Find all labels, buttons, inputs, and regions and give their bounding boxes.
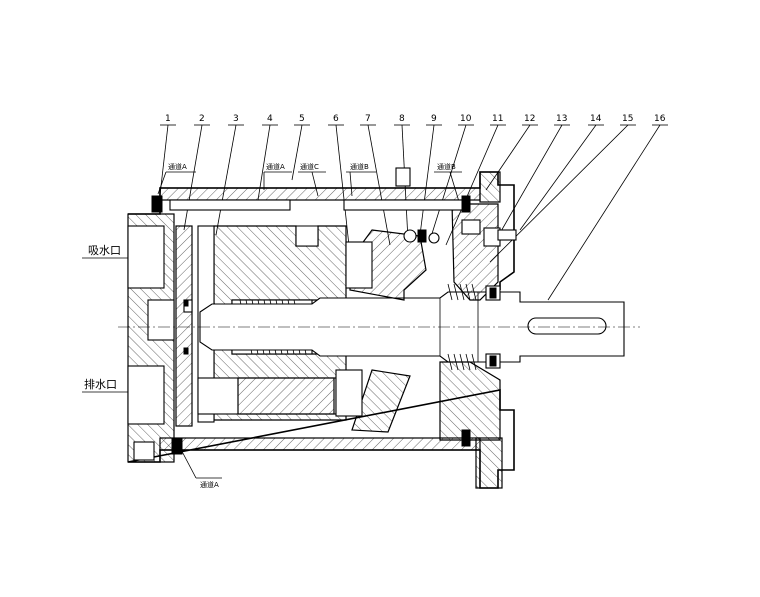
discharge-port-label: 排水口 bbox=[84, 377, 117, 391]
callout-labels: 吸水口 排水口 通道A 通道A 通道C 通道B 通道B 通道A bbox=[84, 162, 456, 489]
part-number-labels: 1 2 3 4 5 6 7 8 9 10 11 12 13 14 15 16 bbox=[165, 114, 666, 124]
part-number-10: 10 bbox=[460, 114, 472, 124]
part-number-3: 3 bbox=[233, 114, 239, 124]
part-number-6: 6 bbox=[333, 114, 339, 124]
vent-a-bottom-label: 通道A bbox=[200, 480, 219, 489]
vent-b2-label: 通道B bbox=[437, 162, 456, 171]
vent-a2-label: 通道A bbox=[266, 162, 285, 171]
part-number-14: 14 bbox=[590, 114, 602, 124]
cylinder-block bbox=[197, 225, 347, 423]
part-number-12: 12 bbox=[524, 114, 535, 124]
vent-a-top-label: 通道A bbox=[168, 162, 187, 171]
suction-port-label: 吸水口 bbox=[88, 244, 121, 257]
part-number-4: 4 bbox=[267, 114, 273, 124]
part-number-15: 15 bbox=[622, 114, 633, 124]
bearing-housing bbox=[439, 203, 517, 441]
part-number-16: 16 bbox=[654, 114, 666, 124]
vent-c-label: 通道C bbox=[300, 162, 319, 171]
part-number-9: 9 bbox=[431, 114, 437, 124]
part-number-11: 11 bbox=[492, 114, 503, 124]
valve-plate bbox=[175, 225, 193, 427]
drive-shaft bbox=[199, 291, 625, 363]
vent-b-label: 通道B bbox=[350, 162, 369, 171]
part-number-2: 2 bbox=[199, 114, 205, 124]
port-cover bbox=[127, 195, 183, 463]
part-number-7: 7 bbox=[365, 114, 371, 124]
swash-plate-assembly bbox=[335, 229, 440, 433]
part-number-1: 1 bbox=[165, 114, 171, 124]
part-number-8: 8 bbox=[399, 114, 405, 124]
part-number-13: 13 bbox=[556, 114, 567, 124]
part-number-5: 5 bbox=[299, 114, 305, 124]
leader-lines bbox=[82, 124, 668, 479]
tie-bolts bbox=[169, 195, 471, 447]
